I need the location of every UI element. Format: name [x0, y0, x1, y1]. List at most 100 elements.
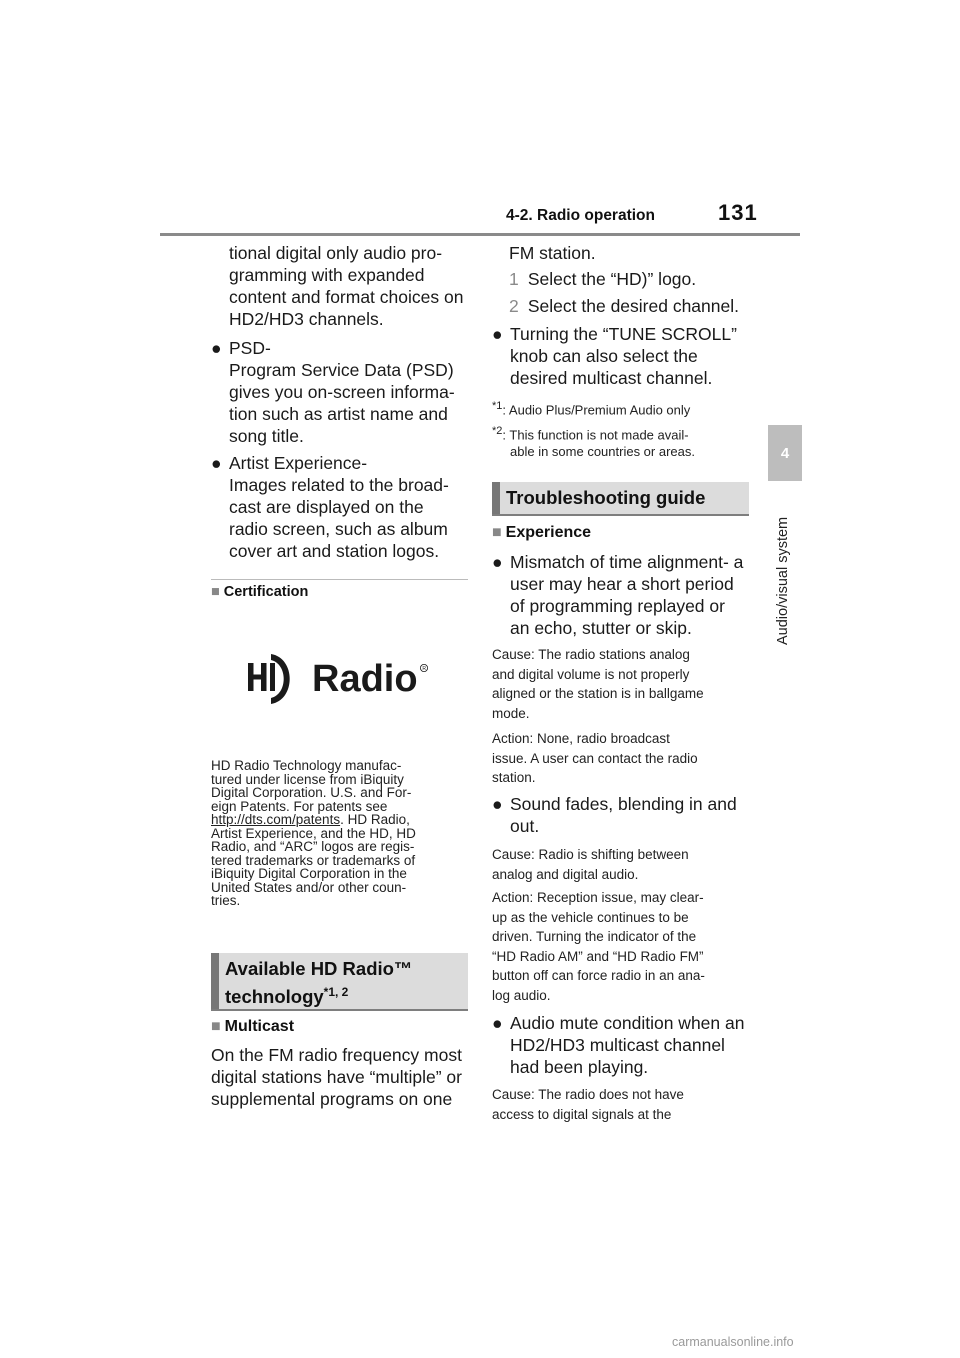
psd-line: tion such as artist name and: [229, 404, 448, 424]
section-header-bar: [492, 482, 500, 514]
bullet-dot-icon: ●: [492, 324, 503, 344]
action-line: Action: None, radio broadcast: [492, 731, 670, 746]
cause-line: aligned or the station is in ballgame: [492, 686, 704, 701]
tune-line: Turning the “TUNE SCROLL”: [510, 324, 737, 344]
legal-line: iBiquity Digital Corporation in the: [211, 866, 407, 881]
certification-heading-text: Certification: [223, 584, 309, 600]
step-text: Select the desired channel.: [527, 296, 739, 316]
continued-text: FM station.: [509, 243, 596, 263]
cause-line: Cause: The radio stations analog: [492, 647, 690, 662]
cause-line: and digital volume is not properly: [492, 666, 690, 682]
hd-radio-logo: Radio R: [248, 654, 428, 704]
available-hd-radio-section-header: Available HD Radio™ technology*1, 2: [211, 953, 468, 1011]
bullet-dot-icon: ●: [211, 338, 222, 358]
legal-line: Artist Experience, and the HD, HD: [211, 825, 416, 841]
legal-after-link: . HD Radio,: [340, 812, 410, 827]
tune-line: desired multicast channel.: [510, 368, 713, 388]
legal-line: HD Radio Technology manufac-: [211, 758, 402, 773]
multicast-line: On the FM radio frequency most: [211, 1045, 462, 1065]
cause-line: Cause: The radio does not have: [492, 1087, 684, 1102]
page-number: 131: [718, 200, 758, 225]
action-line: log audio.: [492, 987, 551, 1003]
bullet-dot-icon: ●: [211, 453, 222, 473]
issue-3-title: Audio mute condition when an HD2/HD3 mul…: [510, 1012, 755, 1078]
action-line: up as the vehicle continues to be: [492, 909, 689, 925]
action-line: button off can force radio in an ana-: [492, 968, 705, 983]
cause-line: analog and digital audio.: [492, 866, 639, 882]
square-bullet-icon: ■: [492, 524, 502, 541]
svg-text:R: R: [422, 666, 426, 672]
psd-line: song title.: [229, 426, 304, 446]
tune-scroll-item: Turning the “TUNE SCROLL” knob can also …: [510, 323, 755, 389]
footnote-2: *2: This function is not made avail-: [492, 422, 689, 445]
legal-line: United States and/or other coun-: [211, 879, 407, 895]
intro-line: tional digital only audio pro-: [229, 243, 443, 263]
step-text: Select the “HD)” logo.: [527, 269, 697, 289]
intro-line: HD2/HD3 channels.: [229, 309, 384, 329]
footnote-text: : This function is not made avail-: [502, 427, 689, 443]
multicast-line: digital stations have “multiple” or: [211, 1067, 462, 1087]
available-title-line2: technology*1, 2: [225, 980, 348, 1009]
artist-line: radio screen, such as album: [229, 519, 448, 539]
legal-line: tured under license from iBiquity: [211, 771, 404, 787]
issue-1-action: Action: None, radio broadcast issue. A u…: [492, 729, 752, 788]
watermark-text: carmanualsonline.info: [672, 1335, 794, 1349]
issue-1-cause: Cause: The radio stations analog and dig…: [492, 645, 752, 723]
certification-heading: ■Certification: [211, 584, 308, 600]
footnote-mark: *1: [492, 400, 503, 412]
footnote-text: : Audio Plus/Premium Audio only: [502, 402, 691, 418]
legal-line: Radio, and “ARC” logos are regis-: [211, 839, 415, 854]
square-bullet-icon: ■: [211, 1018, 221, 1035]
tune-line: knob can also select the: [510, 346, 698, 366]
action-line: station.: [492, 770, 536, 785]
bullet-dot-icon: ●: [492, 794, 503, 814]
issue-line: Audio mute condition when an: [510, 1013, 745, 1033]
action-line: driven. Turning the indicator of the: [492, 929, 697, 944]
legal-line: tries.: [211, 893, 241, 908]
psd-item: PSD- Program Service Data (PSD) gives yo…: [229, 337, 474, 447]
issue-2-action: Action: Reception issue, may clear- up a…: [492, 888, 754, 1005]
section-header-bar: [211, 953, 219, 1009]
issue-2-cause: Cause: Radio is shifting between analog …: [492, 845, 752, 884]
patents-link[interactable]: http://dts.com/patents: [211, 812, 341, 827]
legal-line: Digital Corporation. U.S. and For-: [211, 785, 412, 800]
artist-line: Images related to the broad-: [229, 475, 449, 495]
action-line: issue. A user can contact the radio: [492, 750, 698, 766]
step-number: 1: [509, 269, 519, 289]
footnote-2-continued: able in some countries or areas.: [510, 444, 695, 459]
multicast-paragraph: On the FM radio frequency most digital s…: [211, 1044, 473, 1110]
cause-line: mode.: [492, 705, 530, 721]
bullet-dot-icon: ●: [492, 1013, 503, 1033]
artist-line: cover art and station logos.: [229, 541, 440, 561]
action-line: Action: Reception issue, may clear-: [492, 890, 704, 905]
multicast-heading: ■Multicast: [211, 1018, 294, 1036]
footnote-superscript: *1, 2: [323, 985, 349, 999]
issue-line: Sound fades, blending in and: [510, 794, 737, 814]
action-line: “HD Radio AM” and “HD Radio FM”: [492, 948, 704, 964]
intro-line: gramming with expanded: [229, 265, 425, 285]
artist-title: Artist Experience-: [229, 453, 368, 473]
chapter-title-vertical: Audio/visual system: [772, 505, 794, 645]
artist-item: Artist Experience- Images related to the…: [229, 452, 474, 562]
available-title-text: technology: [225, 986, 324, 1008]
legal-line-with-link: http://dts.com/patents. HD Radio,: [211, 813, 471, 827]
cause-line: Cause: Radio is shifting between: [492, 847, 689, 862]
intro-paragraph: tional digital only audio pro- gramming …: [229, 242, 474, 330]
issue-line: user may hear a short period: [510, 574, 734, 594]
footnote-mark: *2: [492, 425, 503, 437]
chapter-number: 4: [780, 444, 790, 462]
issue-3-cause: Cause: The radio does not have access to…: [492, 1085, 752, 1124]
issue-2-title: Sound fades, blending in and out.: [510, 793, 755, 837]
multicast-line: supplemental programs on one: [211, 1089, 453, 1109]
issue-line: Mismatch of time alignment- a: [510, 552, 744, 572]
chapter-tab: 4: [768, 425, 802, 481]
section-divider: [211, 579, 468, 580]
issue-line: had been playing.: [510, 1057, 649, 1077]
troubleshooting-section-header: Troubleshooting guide: [492, 482, 749, 516]
issue-1-title: Mismatch of time alignment- a user may h…: [510, 551, 755, 639]
experience-heading-text: Experience: [505, 524, 592, 541]
issue-line: HD2/HD3 multicast channel: [510, 1035, 725, 1055]
step-2: 2 Select the desired channel.: [509, 295, 739, 317]
issue-line: of programming replayed or: [510, 596, 725, 616]
square-bullet-icon: ■: [211, 584, 220, 600]
